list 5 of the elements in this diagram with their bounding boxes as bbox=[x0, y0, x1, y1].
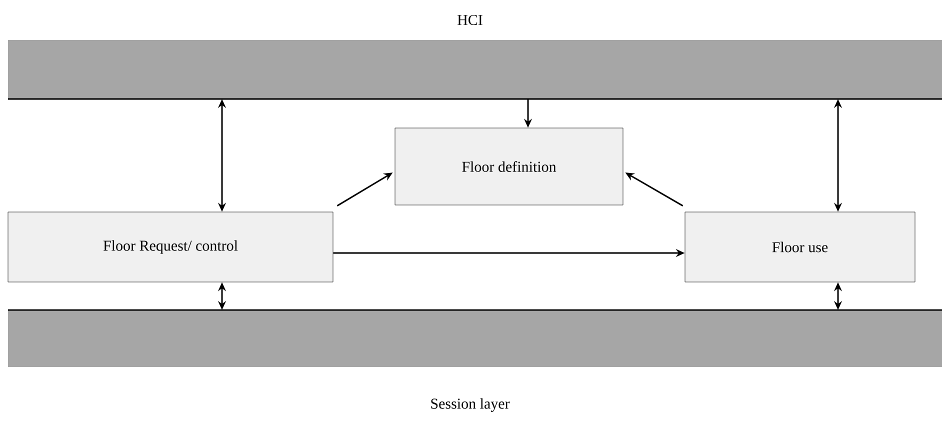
process-box: Floor use bbox=[684, 212, 916, 282]
process-box: Floor definition bbox=[394, 128, 624, 206]
layer-label: Session layer bbox=[431, 398, 510, 412]
layer-label: HCI bbox=[458, 14, 482, 26]
process-box: Floor Request/ control bbox=[8, 212, 334, 282]
